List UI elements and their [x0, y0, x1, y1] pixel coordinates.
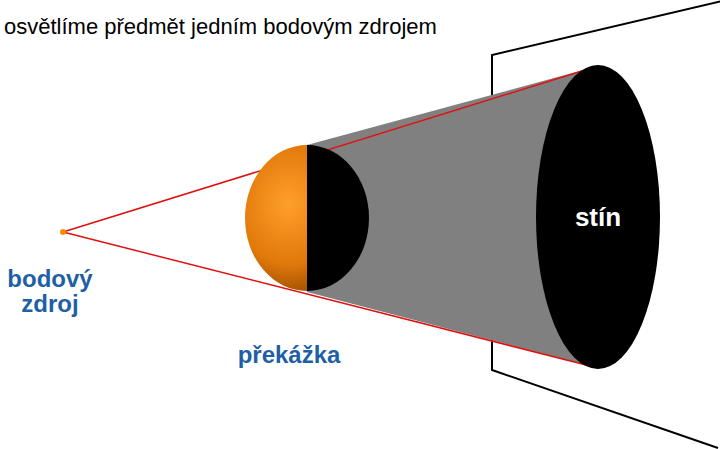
part-label: bodový zdroj [0, 266, 100, 316]
obstacle-lit-half [245, 145, 307, 291]
obstacle-dark-half [307, 145, 369, 291]
heading: osvětlíme předmět jedním bodovým zdrojem [2, 14, 439, 40]
shadow-label: stín [575, 202, 621, 233]
part-label: překážka [214, 342, 364, 367]
shadow-shape [536, 65, 660, 369]
point-source [60, 229, 66, 235]
shadow-ellipse: stín [536, 65, 660, 369]
